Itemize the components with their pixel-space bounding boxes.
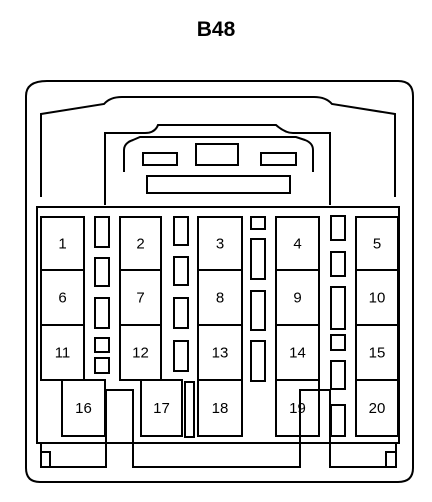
pin-label-11: 11 [55, 345, 71, 362]
aux-slot [330, 215, 346, 241]
pin-cavity-17 [140, 379, 183, 437]
aux-slot [94, 216, 110, 248]
latch-tab-center [195, 143, 239, 166]
latch-ridge [123, 136, 314, 172]
pin-label-18: 18 [212, 400, 229, 417]
aux-slot [173, 297, 189, 329]
aux-slot [330, 360, 346, 390]
aux-slot [94, 337, 110, 353]
connector-housing [25, 80, 414, 483]
aux-slots [94, 215, 346, 438]
aux-slot [94, 297, 110, 329]
pin-label-17: 17 [153, 400, 170, 417]
pin-label-6: 6 [58, 290, 66, 307]
pin-label-7: 7 [136, 290, 144, 307]
aux-slot [250, 216, 266, 230]
aux-slot [330, 286, 346, 330]
aux-slot [173, 216, 189, 246]
pin-label-12: 12 [132, 345, 149, 362]
pin-label-19: 19 [289, 400, 306, 417]
pin-label-10: 10 [369, 290, 386, 307]
locking-latch [104, 124, 331, 205]
aux-slot [250, 340, 266, 382]
top-inner-outline [40, 96, 396, 197]
pin-label-4: 4 [293, 236, 301, 253]
pin-label-3: 3 [216, 236, 224, 253]
aux-slot [330, 251, 346, 277]
bottom-key-step-right [385, 451, 396, 467]
aux-slot [94, 357, 110, 374]
aux-slot [250, 238, 266, 280]
aux-slot [173, 256, 189, 286]
aux-slot [184, 381, 195, 438]
pin-label-14: 14 [289, 345, 306, 362]
connector-title: B48 [196, 18, 236, 41]
pin-label-15: 15 [369, 345, 386, 362]
latch-tab-left [142, 152, 178, 166]
pin-label-16: 16 [75, 400, 92, 417]
pin-cavity-19 [275, 379, 320, 437]
pin-label-9: 9 [293, 290, 301, 307]
aux-slot [250, 290, 266, 331]
bottom-key-step-left [41, 451, 51, 467]
pin-label-2: 2 [136, 236, 144, 253]
aux-slot [330, 334, 346, 351]
pin-label-20: 20 [369, 400, 386, 417]
aux-slot [173, 340, 189, 372]
aux-slot [94, 257, 110, 287]
pin-label-1: 1 [58, 236, 66, 253]
pin-label-5: 5 [373, 236, 381, 253]
pin-cavity-18 [197, 379, 243, 437]
latch-slot [146, 175, 291, 194]
pin-label-8: 8 [216, 290, 224, 307]
pin-cavity-20 [355, 379, 399, 437]
aux-slot [330, 404, 346, 437]
latch-tab-right [260, 152, 297, 166]
pin-label-13: 13 [212, 345, 229, 362]
bottom-key-profile [40, 389, 397, 468]
